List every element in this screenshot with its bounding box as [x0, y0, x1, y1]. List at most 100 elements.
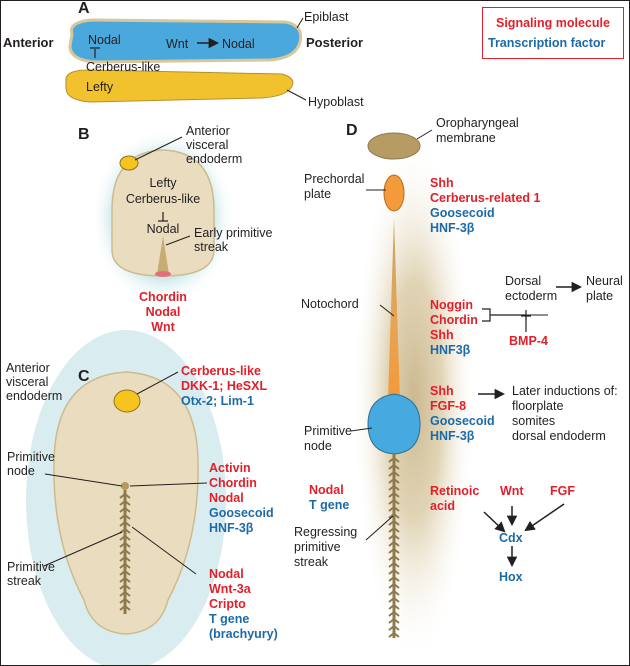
epiblast-label: Epiblast: [304, 10, 349, 24]
early-streak-line1: Early primitive: [194, 226, 273, 240]
nodal-b: Nodal: [146, 222, 180, 236]
prechordal-blue-1: Goosecoid: [430, 206, 495, 220]
signal-b-1: Chordin: [139, 290, 187, 304]
oropharyngeal-membrane: [367, 132, 421, 160]
early-streak-line2: streak: [194, 240, 229, 254]
streak-c-chevron: [119, 534, 131, 541]
streak-d-chevron: [388, 603, 400, 610]
streak-c-chevron: [119, 499, 131, 506]
hypoblast-pointer: [286, 89, 307, 101]
cerberus-like-b: Cerberus-like: [125, 192, 201, 206]
cerberus-like-a: Cerberus-like: [86, 60, 161, 74]
retinoic-line1: Retinoic: [430, 484, 480, 498]
dorsal-line1: Dorsal: [505, 274, 542, 288]
notochord-label: Notochord: [301, 297, 359, 311]
streak-d-chevron: [388, 533, 400, 540]
streak-c-chevron: [119, 541, 131, 548]
notochord: [388, 218, 400, 400]
wnt-a: Wnt: [166, 37, 189, 51]
streak-c-chevron: [119, 492, 131, 499]
streak-d-chevron: [388, 631, 400, 638]
c-group2-red-1: Activin: [209, 461, 251, 475]
streak-c-chevron: [119, 520, 131, 527]
streak-c-chevron: [119, 569, 131, 576]
node-d-blue-1: Goosecoid: [430, 414, 495, 428]
panel-d-drawing: [350, 129, 583, 665]
notochord-pointer: [379, 304, 395, 317]
signal-b-3: Wnt: [151, 320, 175, 334]
early-streak-pointer: [165, 235, 191, 246]
streak-c-chevron: [119, 548, 131, 555]
node-d-red-2: FGF-8: [430, 399, 467, 413]
noto-red-2: Chordin: [430, 313, 478, 327]
oro-pointer: [416, 129, 433, 140]
early-streak-b: [157, 236, 169, 274]
node-d-red-1: Shh: [430, 384, 454, 398]
neural-line1: Neural: [586, 274, 623, 288]
wnt-d: Wnt: [500, 484, 524, 498]
streak-d-chevron: [388, 477, 400, 484]
streak-d-chevron: [388, 456, 400, 463]
ave-b-line2: visceral: [186, 138, 229, 152]
streak-c-chevron: [119, 555, 131, 562]
epiblast-pointer: [296, 17, 304, 29]
c-group2-blue-2: HNF-3β: [209, 521, 254, 535]
c-group1-red-1: Cerberus-like: [181, 364, 261, 378]
streak-d-chevron: [388, 463, 400, 470]
streak-d-blue: T gene: [309, 498, 350, 512]
noggin-chordin-bracket: [482, 308, 526, 322]
streak-d-chevrons: [388, 456, 400, 638]
bmp4-label: BMP-4: [509, 334, 548, 348]
node-d-line2: node: [304, 439, 332, 453]
streak-d-chevron: [388, 575, 400, 582]
ave-b: [119, 155, 139, 171]
c-group3-red-3: Cripto: [209, 597, 246, 611]
oro-line2: membrane: [436, 131, 496, 145]
lefty-a: Lefty: [86, 80, 114, 94]
streak-c-chevron: [119, 597, 131, 604]
streak-d-chevron: [388, 484, 400, 491]
fgf-to-cdx: [524, 503, 565, 532]
group2-pointer: [129, 482, 208, 487]
regress-line1: Regressing: [294, 525, 358, 539]
later-line4: dorsal endoderm: [512, 429, 606, 443]
later-line3: somites: [512, 414, 556, 428]
ave-c-pointer: [136, 371, 179, 395]
streak-c-line1: Primitive: [7, 560, 55, 574]
ave-c-line1: Anterior: [6, 361, 50, 375]
ave-c-line2: visceral: [6, 375, 49, 389]
streak-c-chevron: [119, 604, 131, 611]
streak-d-chevron: [388, 624, 400, 631]
node-d-blue-2: HNF-3β: [430, 429, 475, 443]
streak-d-chevron: [388, 610, 400, 617]
ave-c-line3: endoderm: [6, 389, 63, 403]
nodal-a-right: Nodal: [222, 37, 255, 51]
noto-shh: Shh: [430, 328, 454, 342]
dorsal-line2: ectoderm: [505, 289, 558, 303]
streak-d-pointer: [365, 515, 394, 541]
streak-c-chevron: [119, 562, 131, 569]
streak-c-chevron: [119, 506, 131, 513]
later-line1: Later inductions of:: [512, 384, 618, 398]
primitive-node-c: [121, 482, 129, 490]
c-group1-blue: Otx-2; Lim-1: [181, 394, 254, 408]
streak-c-chevron: [119, 590, 131, 597]
legend-signaling-molecule: Signaling molecule: [496, 16, 610, 30]
c-group1-red-2: DKK-1; HeSXL: [181, 379, 268, 393]
streak-c-chevron: [119, 513, 131, 520]
neural-line2: plate: [586, 289, 614, 303]
regress-line2: primitive: [294, 540, 341, 554]
node-c-pointer: [44, 473, 123, 487]
panel-b-label: B: [78, 126, 90, 143]
streak-c-chevrons: [119, 492, 131, 611]
c-group3-blue-1: T gene: [209, 612, 250, 626]
hypoblast-label: Hypoblast: [308, 95, 364, 109]
ave-b-pointer: [134, 136, 183, 161]
ave-b-line1: Anterior: [186, 124, 230, 138]
panel-c-label: C: [78, 368, 90, 385]
streak-d-chevron: [388, 470, 400, 477]
fgf-d: FGF: [550, 484, 575, 498]
streak-d-chevron: [388, 540, 400, 547]
prechordal-line1: Prechordal: [304, 172, 365, 186]
